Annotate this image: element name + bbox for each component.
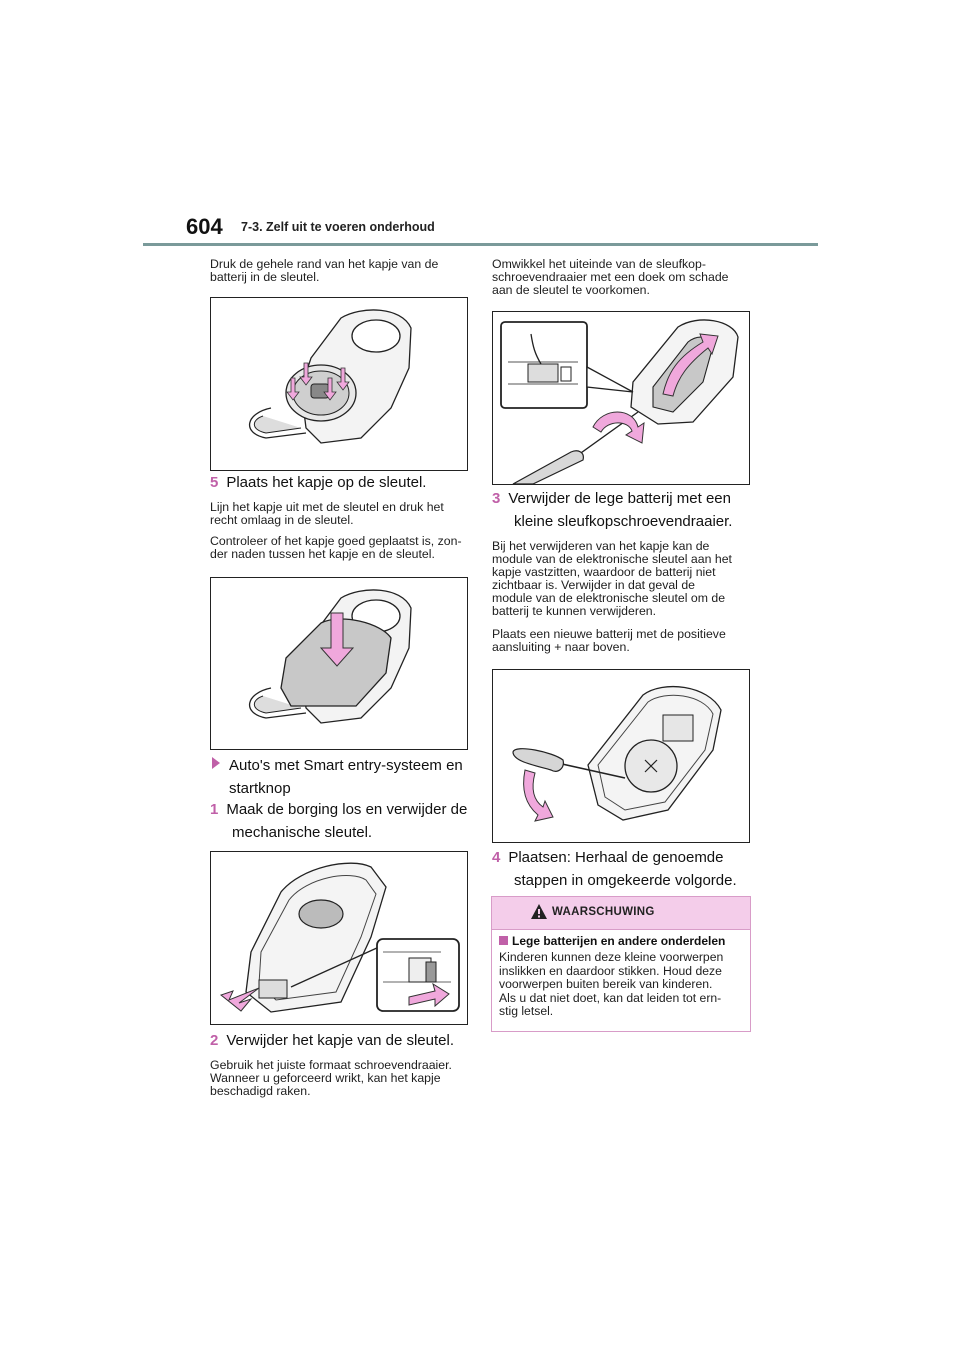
warning-title: WAARSCHUWING [552, 906, 655, 918]
text-line: Plaats een nieuwe batterij met de positi… [492, 627, 726, 641]
text-line: Kinderen kunnen deze kleine voorwerpen [499, 950, 724, 964]
text-line: Controleer of het kapje goed geplaatst i… [210, 534, 462, 548]
text-line: batterij te kunnen verwijderen. [492, 604, 657, 618]
right-note-5: Plaats een nieuwe batterij met de positi… [492, 628, 754, 654]
figure-pry-cover-screwdriver [492, 311, 750, 485]
text-line: stappen in omgekeerde volgorde. [514, 872, 737, 889]
text-line: 4 Plaatsen: Herhaal de genoemde [492, 846, 754, 869]
text-line: 1 Maak de borging los en verwijder de [210, 798, 472, 821]
text-line: Gebruik het juiste formaat schroevendraa… [210, 1058, 452, 1072]
left-note-3: Gebruik het juiste formaat schroevendraa… [210, 1059, 475, 1098]
step-number: 2 [210, 1032, 219, 1049]
text-line: Bij het verwijderen van het kapje kan de [492, 539, 710, 553]
text-line: Lijn het kapje uit met de sleutel en dru… [210, 500, 444, 514]
step-text: Verwijder het kapje van de sleutel. [226, 1032, 454, 1049]
step-4: 4 Plaatsen: Herhaal de genoemde stappen i… [492, 846, 754, 892]
text-line: mechanische sleutel. [232, 824, 373, 841]
text-line: stig letsel. [499, 1004, 554, 1018]
left-intro-paragraph: Druk de gehele rand van het kapje van de… [210, 258, 470, 284]
step-number: 3 [492, 490, 501, 507]
text-line: aansluiting + naar boven. [492, 640, 630, 654]
triangle-bullet-icon [212, 757, 220, 769]
text-line: voorwerpen buiten bereik van kinderen. [499, 977, 713, 991]
square-bullet-icon [499, 936, 508, 945]
step-text: Maak de borging los en verwijder de [226, 801, 468, 818]
text-line: zichtbaar is. Verwijder in dat geval de [492, 578, 696, 592]
text-line: kapje vastzitten, waardoor de batterij n… [492, 565, 716, 579]
page-number: 604 [186, 214, 223, 239]
header-rule [143, 243, 818, 246]
text-span: Auto's met Smart entry-systeem en [229, 757, 463, 774]
figure-remove-battery [492, 669, 750, 843]
text-line: Wanneer u geforceerd wrikt, kan het kapj… [210, 1071, 441, 1085]
text-line: aan de sleutel te voorkomen. [492, 283, 650, 297]
text-line: recht omlaag in de sleutel. [210, 513, 354, 527]
right-intro-paragraph: Omwikkel het uiteinde van de sleufkop- s… [492, 258, 754, 297]
text-line: batterij in de sleutel. [210, 270, 320, 284]
step-2: 2 Verwijder het kapje van de sleutel. [210, 1029, 454, 1052]
text-line: module van de elektronische sleutel om d… [492, 591, 726, 605]
text-line: beschadigd raken. [210, 1084, 311, 1098]
figure-remove-mechanical-key [210, 851, 468, 1025]
step-number: 5 [210, 474, 219, 491]
step-text: Plaats het kapje op de sleutel. [226, 474, 427, 491]
text-line: Druk de gehele rand van het kapje van de [210, 257, 439, 271]
text-line: startknop [229, 780, 291, 797]
warning-box: WAARSCHUWING Lege batterijen en andere o… [491, 896, 751, 1032]
step-1: 1 Maak de borging los en verwijder de mec… [210, 798, 472, 844]
text-line: der naden tussen het kapje en de sleutel… [210, 547, 435, 561]
figure-press-battery-cover [210, 297, 468, 471]
step-number: 4 [492, 849, 501, 866]
text-line: schroevendraaier met een doek om schade [492, 270, 729, 284]
text-line: 3 Verwijder de lege batterij met een [492, 487, 754, 510]
left-note-1: Lijn het kapje uit met de sleutel en dru… [210, 501, 472, 527]
step-5: 5 Plaats het kapje op de sleutel. [210, 471, 426, 494]
step-number: 1 [210, 801, 219, 818]
text-line: Omwikkel het uiteinde van de sleufkop- [492, 257, 706, 271]
left-note-2: Controleer of het kapje goed geplaatst i… [210, 535, 472, 561]
text-line: Als u dat niet doet, kan dat leiden tot … [499, 990, 722, 1005]
right-note-4: Bij het verwijderen van het kapje kan de… [492, 540, 754, 618]
warning-triangle-icon [531, 904, 547, 919]
section-title: 7-3. Zelf uit te voeren onderhoud [241, 220, 435, 234]
figure-place-cover [210, 577, 468, 750]
text-line: kleine sleufkopschroevendraaier. [514, 513, 733, 530]
text-line: inslikken en daardoor stikken. Houd deze [499, 963, 722, 978]
step-3: 3 Verwijder de lege batterij met een klei… [492, 487, 754, 533]
text-span: Lege batterijen en andere onderdelen [512, 934, 726, 948]
step-text: Verwijder de lege batterij met een [508, 490, 731, 507]
step-text: Plaatsen: Herhaal de genoemde [508, 849, 724, 866]
smart-entry-heading: Auto's met Smart entry-systeem en startk… [212, 754, 472, 800]
text-line: Auto's met Smart entry-systeem en [212, 754, 472, 777]
warning-text: Kinderen kunnen deze kleine voorwerpen i… [499, 950, 744, 1019]
text-line: module van de elektronische sleutel aan … [492, 552, 732, 566]
warning-subtitle: Lege batterijen en andere onderdelen [499, 934, 725, 948]
warning-header: WAARSCHUWING [492, 897, 750, 930]
